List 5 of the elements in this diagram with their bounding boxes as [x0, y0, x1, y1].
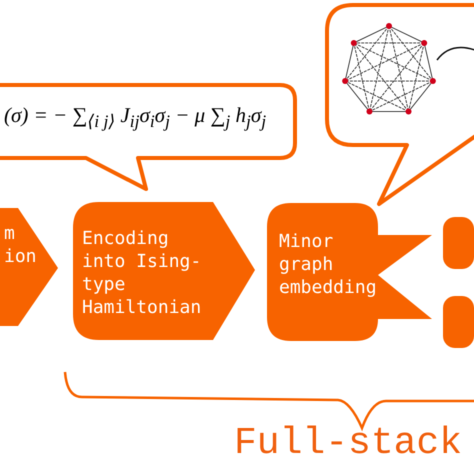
brace-label: Full-stack	[234, 422, 462, 465]
step-label: m ion	[4, 222, 38, 268]
step-label: Encoding into Ising-type Hamiltonian	[82, 227, 202, 319]
step-label: Minor graph embedding	[279, 230, 378, 299]
hamiltonian-formula: (σ) = − ∑$_{⟨i j⟩}$ J$_{ij}$σ$_{i}$σ$_{j}$ − μ ∑$_{j}$ h$_{j}$σ$_{j}$	[4, 103, 266, 132]
